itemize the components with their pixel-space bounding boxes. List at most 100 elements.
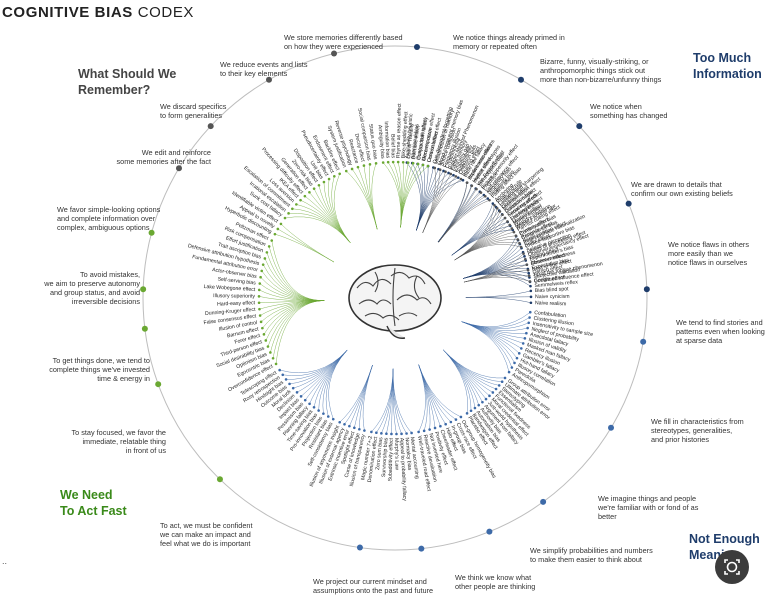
quadrant-line: Not Enough xyxy=(689,532,760,546)
bias-node xyxy=(516,238,520,241)
bias-node xyxy=(274,362,278,366)
ring-node xyxy=(141,325,148,332)
outer-ring xyxy=(140,43,650,552)
bias-node xyxy=(523,255,526,258)
branch-line xyxy=(313,188,351,244)
ring-node xyxy=(576,123,583,130)
bias-label: Rhyme as reason effect xyxy=(396,103,403,158)
bias-node xyxy=(529,301,533,305)
branch-line xyxy=(406,162,422,231)
title-rest: CODEX xyxy=(132,4,195,21)
bias-node xyxy=(385,432,388,436)
ring-node xyxy=(413,43,420,50)
quadrant-line: We Need xyxy=(60,488,113,502)
bias-node xyxy=(353,426,356,430)
bias-label: Availability heuristic xyxy=(405,113,415,159)
bias-node xyxy=(312,405,316,409)
bias-node xyxy=(261,326,264,330)
branch-line xyxy=(418,364,452,423)
branch-line xyxy=(264,258,325,301)
bias-node xyxy=(317,183,321,187)
branch-line xyxy=(418,364,431,430)
bias-node xyxy=(465,181,469,184)
ring-node xyxy=(175,165,182,172)
caption-line: We discard specifics xyxy=(160,102,227,111)
caption-line: to their key elements xyxy=(220,69,288,78)
bias-node xyxy=(308,402,311,406)
caption-line: We notice things already primed in xyxy=(453,33,565,42)
bias-node xyxy=(303,194,307,198)
ring-node xyxy=(643,286,650,293)
caption-line: Bizarre, funny, visually-striking, or xyxy=(540,57,649,66)
caption-line: We fill in characteristics from xyxy=(651,417,744,426)
branch-line xyxy=(400,165,429,228)
branch-line xyxy=(371,163,378,230)
bias-node xyxy=(456,176,460,179)
bias-node xyxy=(299,395,303,398)
branch-line xyxy=(462,274,531,287)
branch-line xyxy=(443,349,497,390)
lens-button[interactable] xyxy=(715,550,749,584)
branch-line xyxy=(267,300,325,347)
branch-line xyxy=(461,321,510,373)
bias-node xyxy=(426,164,430,168)
caption-line: complex, ambiguous options xyxy=(57,223,150,232)
caption-line: in front of us xyxy=(125,446,166,455)
bias-node xyxy=(263,257,267,260)
brain-fold xyxy=(390,271,426,285)
bias-label: Appeal to probability fallacy xyxy=(398,438,407,502)
bias-node xyxy=(396,160,400,164)
branch-line xyxy=(416,179,464,231)
brain-fold xyxy=(413,275,420,299)
bias-node xyxy=(481,400,484,404)
bias-node xyxy=(333,174,336,178)
bias-node xyxy=(454,418,458,421)
branch-line xyxy=(454,214,503,261)
bias-node xyxy=(479,191,483,194)
bias-node xyxy=(395,432,398,436)
bias-node xyxy=(270,239,274,242)
branch-line xyxy=(443,349,483,403)
branch-line xyxy=(271,240,325,301)
brain-fold xyxy=(398,312,418,317)
branch-line xyxy=(362,365,373,431)
bias-node xyxy=(484,397,488,401)
bias-node xyxy=(428,428,431,431)
bias-node xyxy=(519,245,523,249)
bias-node xyxy=(494,387,498,391)
bias-node xyxy=(449,420,453,424)
bias-label: Self-serving bias xyxy=(217,276,256,286)
bias-label: Bike-shedding effect xyxy=(401,111,410,159)
ring-node xyxy=(155,381,162,388)
caption-line: more easily than we xyxy=(668,249,733,258)
brain-fold xyxy=(392,267,396,327)
caption-line: to make them easier to think about xyxy=(530,555,642,564)
caption-line: and group status, and avoid xyxy=(49,288,140,297)
caption-line: time & energy in xyxy=(97,374,150,383)
bias-node xyxy=(528,280,532,283)
bias-node xyxy=(257,295,261,298)
bias-node xyxy=(447,171,450,175)
bias-node xyxy=(491,202,495,205)
branch-line xyxy=(266,252,325,301)
brain-fold xyxy=(358,299,392,305)
branch-line xyxy=(344,365,373,425)
bias-node xyxy=(527,321,531,325)
bias-label: Attentional bias xyxy=(410,123,420,159)
ring-node xyxy=(418,545,425,552)
caption-line: We reduce events and lists xyxy=(220,60,308,69)
caption-line: To stay focused, we favor the xyxy=(71,428,166,437)
caption-line: To act, we must be confident xyxy=(160,521,253,530)
corner-dots: .. xyxy=(2,556,8,566)
bias-node xyxy=(495,207,499,210)
branch-line xyxy=(418,364,446,425)
bias-node xyxy=(433,166,437,170)
